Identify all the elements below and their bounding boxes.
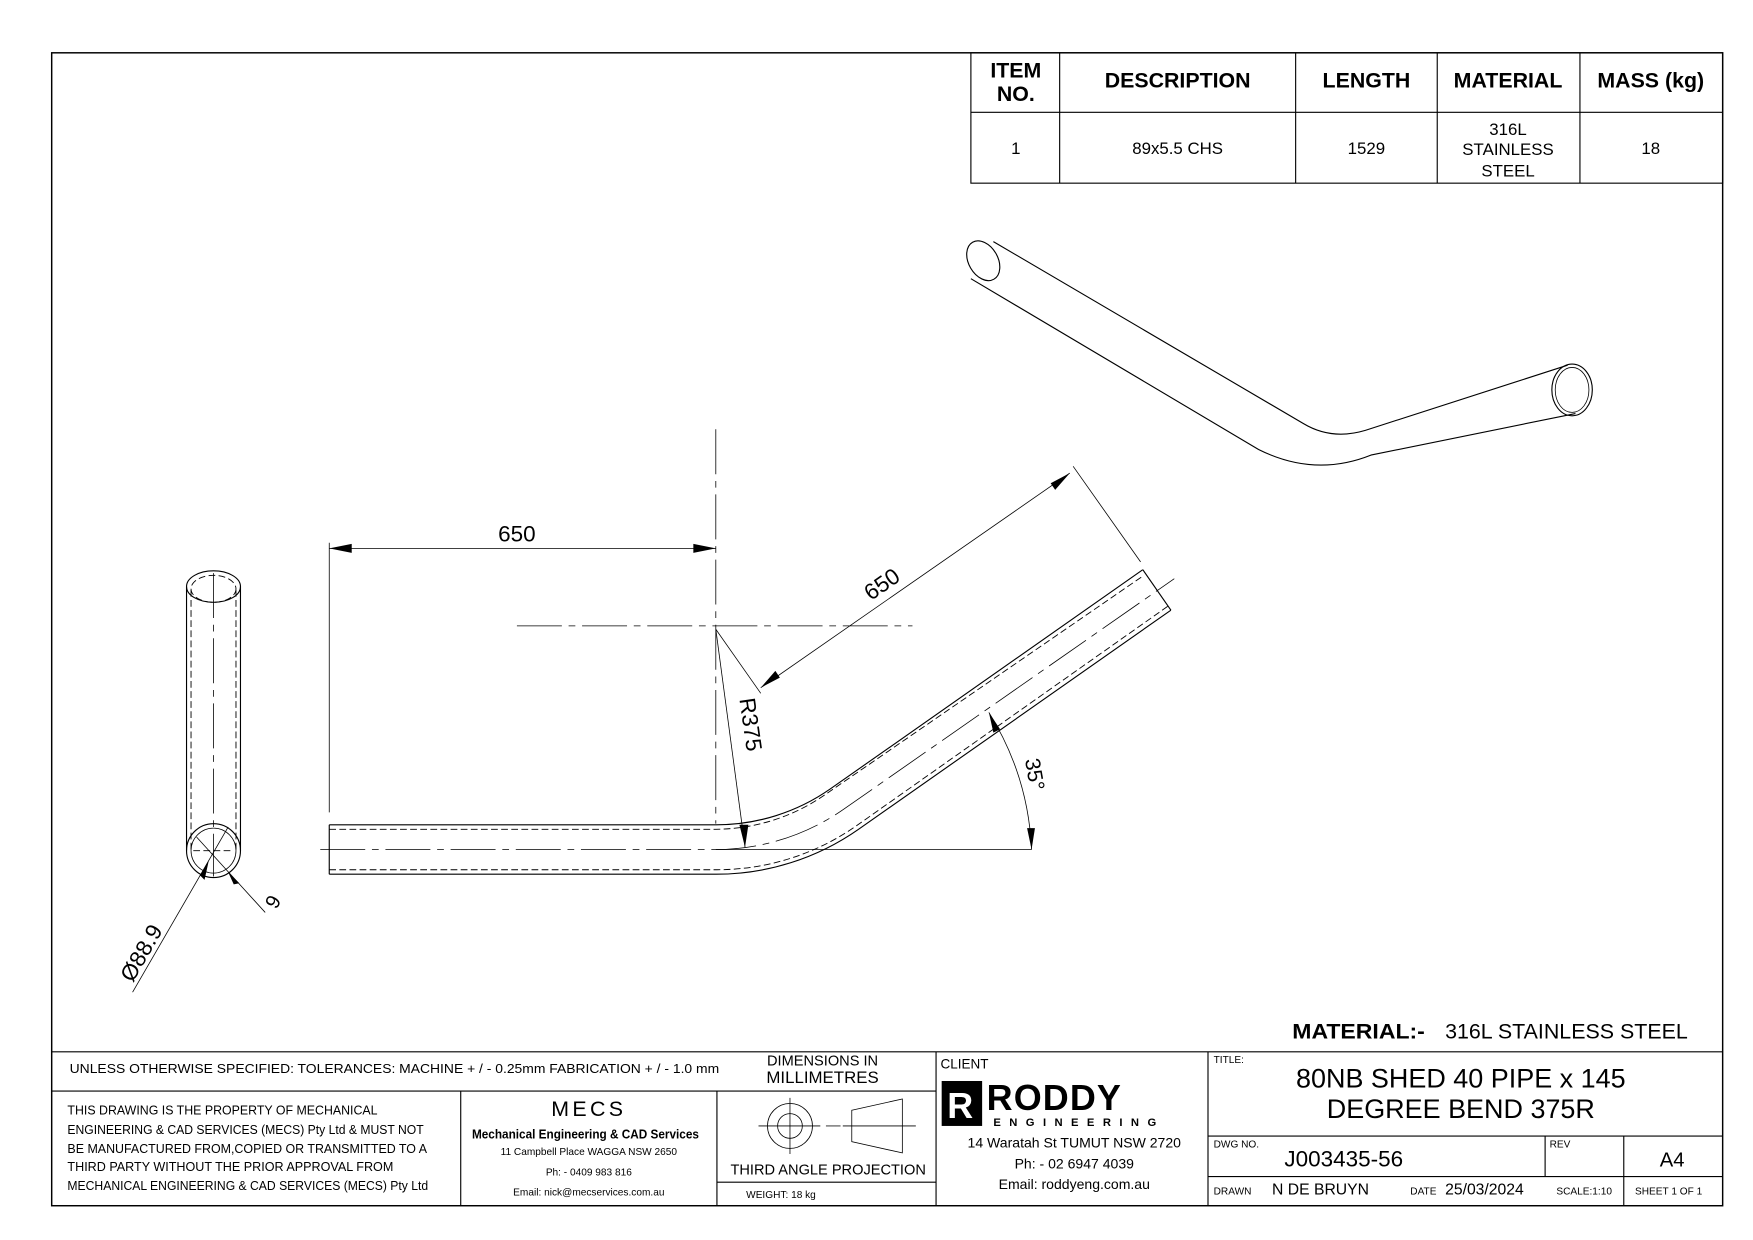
bom-item: 1 — [1011, 139, 1020, 158]
scale: SCALE:1:10 — [1556, 1186, 1612, 1197]
drawn-by: N DE BRUYN — [1272, 1181, 1369, 1198]
bent-pipe-elevation: 650 650 R375 35° — [320, 429, 1175, 875]
projection-label: THIRD ANGLE PROJECTION — [730, 1162, 925, 1178]
bom-material-3: STEEL — [1481, 161, 1534, 180]
rev-label: REV — [1550, 1139, 1571, 1150]
drawn-label: DRAWN — [1214, 1186, 1252, 1197]
sheet-border — [50, 52, 1724, 1207]
notice-line: ENGINEERING & CAD SERVICES (MECS) Pty Lt… — [67, 1122, 423, 1137]
third-angle-projection-symbol: THIRD ANGLE PROJECTION — [730, 1097, 926, 1178]
mecs-phone: Ph: - 0409 983 816 — [546, 1167, 632, 1178]
client-address: 14 Waratah St TUMUT NSW 2720 — [968, 1134, 1182, 1150]
bom-header-no: NO. — [997, 82, 1035, 106]
roddy-logo: R RODDY ENGINEERING — [941, 1077, 1164, 1129]
bom-header-material: MATERIAL — [1454, 69, 1563, 93]
client-phone: Ph: - 02 6947 4039 — [1015, 1156, 1135, 1172]
drawing-title-line1: 80NB SHED 40 PIPE x 145 — [1296, 1064, 1626, 1094]
client-label: CLIENT — [941, 1057, 989, 1072]
dimensions-in-label: DIMENSIONS IN — [767, 1053, 878, 1069]
roddy-logo-text: RODDY — [987, 1077, 1122, 1118]
pipe-end-view: Ø88.9 6 — [115, 570, 285, 993]
bom-description: 89x5.5 CHS — [1132, 139, 1223, 158]
bom-table: ITEM NO. DESCRIPTION LENGTH MATERIAL MAS… — [970, 52, 1724, 184]
client-email: Email: roddyeng.com.au — [999, 1176, 1150, 1192]
notice-line: THIS DRAWING IS THE PROPERTY OF MECHANIC… — [67, 1103, 377, 1118]
mecs-name: Mechanical Engineering & CAD Services — [472, 1126, 699, 1141]
sheet-number: SHEET 1 OF 1 — [1635, 1186, 1703, 1197]
property-notice: THIS DRAWING IS THE PROPERTY OF MECHANIC… — [67, 1103, 428, 1193]
weight-label: WEIGHT: 18 kg — [746, 1190, 816, 1201]
bom-material-1: 316L — [1489, 120, 1526, 139]
dwg-no-label: DWG NO. — [1214, 1139, 1260, 1150]
notice-line: THIRD PARTY WITHOUT THE PRIOR APPROVAL F… — [67, 1159, 393, 1174]
sheet-size: A4 — [1660, 1149, 1685, 1171]
diameter-dimension: Ø88.9 — [115, 920, 167, 986]
material-value: 316L STAINLESS STEEL — [1445, 1019, 1688, 1043]
date-label: DATE — [1410, 1186, 1436, 1197]
bend-radius-dimension: R375 — [734, 696, 766, 753]
bend-angle-dimension: 35° — [1020, 756, 1049, 792]
bom-material-2: STAINLESS — [1462, 140, 1553, 159]
mecs-info: MECS Mechanical Engineering & CAD Servic… — [472, 1097, 699, 1199]
drawing-title-line2: DEGREE BEND 375R — [1327, 1094, 1595, 1124]
material-label: MATERIAL:- — [1292, 1019, 1425, 1043]
mecs-address: 11 Campbell Place WAGGA NSW 2650 — [501, 1147, 678, 1158]
bom-length: 1529 — [1348, 139, 1385, 158]
drawing-number: J003435-56 — [1284, 1146, 1403, 1171]
angled-length-dimension: 650 — [859, 563, 904, 605]
wall-thickness-dimension: 6 — [260, 891, 285, 912]
mecs-logo: MECS — [551, 1097, 626, 1121]
bom-mass: 18 — [1641, 139, 1660, 158]
title-label: TITLE: — [1214, 1055, 1244, 1066]
notice-line: BE MANUFACTURED FROM,COPIED OR TRANSMITT… — [67, 1141, 427, 1156]
mecs-email: Email: nick@mecservices.com.au — [513, 1188, 664, 1199]
notice-line: MECHANICAL ENGINEERING & CAD SERVICES (M… — [67, 1178, 428, 1193]
drawing-date: 25/03/2024 — [1445, 1181, 1524, 1198]
straight-length-dimension: 650 — [498, 522, 536, 547]
svg-text:R: R — [947, 1085, 973, 1126]
bom-header-mass: MASS (kg) — [1597, 69, 1704, 93]
bom-header-length: LENGTH — [1323, 69, 1411, 93]
roddy-logo-sub: ENGINEERING — [993, 1117, 1164, 1129]
bom-header-item: ITEM — [990, 59, 1041, 83]
tolerances-note: UNLESS OTHERWISE SPECIFIED: TOLERANCES: … — [70, 1061, 720, 1076]
dimensions-unit: MILLIMETRES — [766, 1068, 878, 1087]
bom-header-description: DESCRIPTION — [1105, 69, 1251, 93]
title-block: UNLESS OTHERWISE SPECIFIED: TOLERANCES: … — [51, 1051, 1723, 1206]
isometric-pipe-view — [966, 240, 1593, 466]
